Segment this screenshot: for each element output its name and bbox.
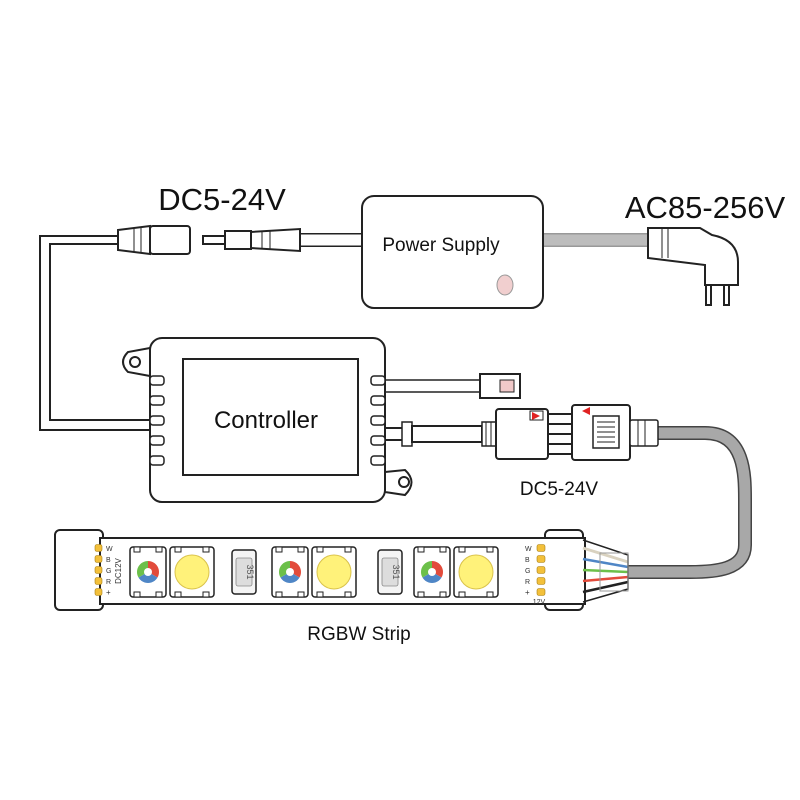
strip-right-pad bbox=[536, 555, 546, 563]
strip-right-pad bbox=[536, 544, 546, 552]
strip-right-pin-label: B bbox=[525, 557, 530, 564]
strip-leds: 351 351 bbox=[129, 546, 499, 598]
power-supply-label: Power Supply bbox=[382, 235, 500, 256]
strip-left-pin-label: R bbox=[106, 579, 111, 586]
strip-right-pin-label: W bbox=[525, 546, 532, 553]
strip-label: RGBW Strip bbox=[307, 624, 410, 645]
resistor-chip-label: 351 bbox=[391, 564, 401, 579]
controller-output-connector bbox=[385, 408, 572, 460]
strip-left-pad bbox=[94, 588, 103, 596]
strip-cable bbox=[628, 426, 752, 579]
dc-top-label: DC5-24V bbox=[158, 182, 286, 217]
strip-right-pin-label: + bbox=[525, 588, 530, 597]
strip-right-pin-label: R bbox=[525, 579, 530, 586]
strip-right-pad bbox=[536, 588, 546, 596]
dc-female-plug bbox=[117, 224, 191, 256]
rgbw-female-connector bbox=[571, 404, 659, 461]
power-supply: Power Supply bbox=[361, 195, 544, 309]
ac-label: AC85-256V bbox=[625, 190, 786, 225]
strip-left-pad bbox=[94, 544, 103, 552]
controller-label: Controller bbox=[214, 407, 318, 434]
strip-right-pin-label: G bbox=[525, 568, 530, 575]
dc-bottom-label: DC5-24V bbox=[520, 479, 598, 500]
strip-right-voltage: 12V bbox=[533, 599, 546, 606]
strip-left-pad bbox=[94, 577, 103, 585]
strip-left-pin-label: + bbox=[106, 588, 111, 597]
strip-right-pad bbox=[536, 566, 546, 574]
power-indicator-led bbox=[496, 274, 514, 296]
strip-left-pad bbox=[94, 566, 103, 574]
ac-plug bbox=[647, 227, 739, 306]
strip-left-pad bbox=[94, 555, 103, 563]
strip-left-pin-label: B bbox=[106, 557, 111, 564]
resistor-chip-label: 351 bbox=[245, 564, 255, 579]
dc-male-jack bbox=[202, 227, 301, 253]
strip-right-pad bbox=[536, 577, 546, 585]
strip-left-voltage: DC12V bbox=[114, 557, 123, 583]
controller: Controller bbox=[122, 337, 413, 503]
strip-left-pin-label: G bbox=[106, 568, 111, 575]
strip-left-pin-label: W bbox=[106, 546, 113, 553]
controller-power-cable bbox=[49, 243, 150, 421]
ir-receiver bbox=[385, 373, 521, 399]
